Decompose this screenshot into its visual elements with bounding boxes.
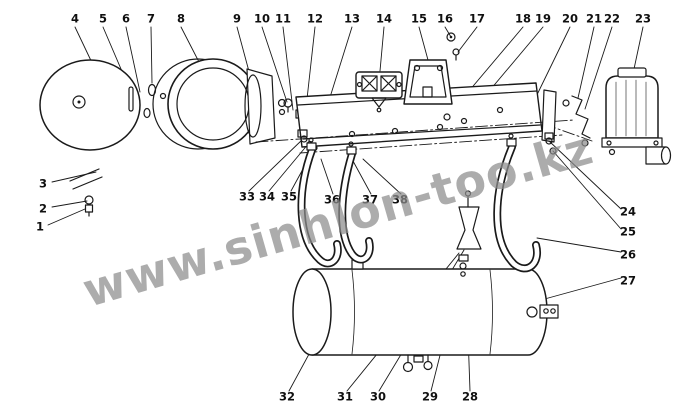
callout-label: 22 (603, 11, 621, 26)
callout-label: 1 (35, 219, 45, 234)
callout-label: 37 (361, 192, 379, 207)
callout-label: 38 (391, 192, 409, 207)
callout-label: 23 (634, 11, 652, 26)
callout-label: 32 (278, 389, 296, 404)
callout-label: 7 (146, 11, 156, 26)
callout-label: 31 (336, 389, 354, 404)
callout-label: 3 (38, 176, 48, 191)
valve-block-drawing (355, 71, 403, 113)
callout-label: 11 (274, 11, 292, 26)
callout-label: 18 (514, 11, 532, 26)
callout-label: 36 (323, 192, 341, 207)
callout-label: 10 (253, 11, 271, 26)
callout-label: 29 (421, 389, 439, 404)
callout-label: 6 (121, 11, 131, 26)
callout-label: 9 (232, 11, 242, 26)
callout-label: 19 (534, 11, 552, 26)
callout-label: 33 (238, 189, 256, 204)
callout-label: 30 (369, 389, 387, 404)
callout-label: 35 (280, 189, 298, 204)
callout-label: 16 (436, 11, 454, 26)
bracket-plate-drawing (403, 32, 460, 105)
callout-label: 21 (585, 11, 603, 26)
callout-label: 28 (461, 389, 479, 404)
brake-drum-drawing (152, 58, 287, 150)
callout-label: 20 (561, 11, 579, 26)
round-reservoir-drawing (39, 59, 167, 151)
air-dryer-drawing (601, 67, 672, 165)
callout-label: 4 (70, 11, 80, 26)
callout-label: 13 (343, 11, 361, 26)
callout-label: 17 (468, 11, 486, 26)
callout-label: 25 (619, 224, 637, 239)
callout-label: 34 (258, 189, 276, 204)
callout-label: 12 (306, 11, 324, 26)
callout-label: 8 (176, 11, 186, 26)
hoses-drawing (297, 133, 542, 273)
callout-label: 26 (619, 247, 637, 262)
callout-label: 5 (98, 11, 108, 26)
right-bracket-drawing (541, 89, 591, 155)
cone-boot-drawing (456, 190, 482, 277)
air-tank-drawing (292, 254, 559, 373)
callout-label: 14 (375, 11, 393, 26)
callout-label: 24 (619, 204, 637, 219)
callout-label: 2 (38, 201, 48, 216)
callout-label: 27 (619, 273, 637, 288)
callout-label: 15 (410, 11, 428, 26)
small-fasteners-drawing (69, 168, 103, 217)
